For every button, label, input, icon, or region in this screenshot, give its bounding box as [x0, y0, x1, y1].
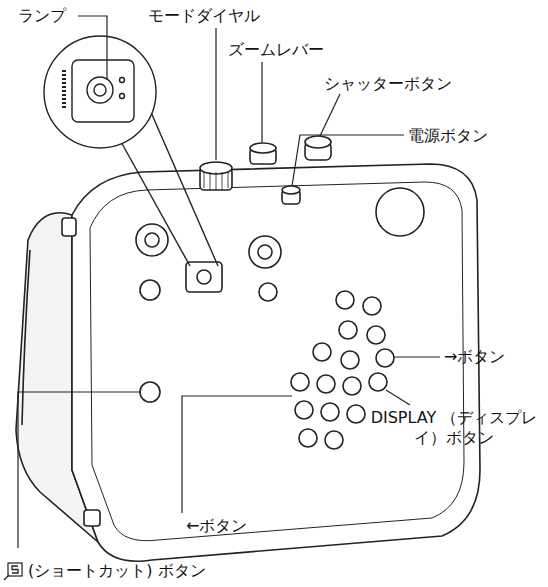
- part-label: ランプ: [18, 6, 66, 26]
- shortcut-icon: [4, 563, 22, 580]
- part-label: (ショートカット) ボタン: [28, 561, 206, 581]
- part-label: シャッターボタン: [324, 74, 452, 94]
- part-label: ←ボタン: [186, 516, 247, 536]
- part-label: DISPLAY （ディスプレイ）ボタン: [364, 408, 544, 448]
- part-label: モードダイヤル: [148, 6, 260, 26]
- part-label: →ボタン: [444, 347, 505, 367]
- part-label: ズームレバー: [228, 40, 324, 60]
- part-label: 電源ボタン: [408, 126, 488, 146]
